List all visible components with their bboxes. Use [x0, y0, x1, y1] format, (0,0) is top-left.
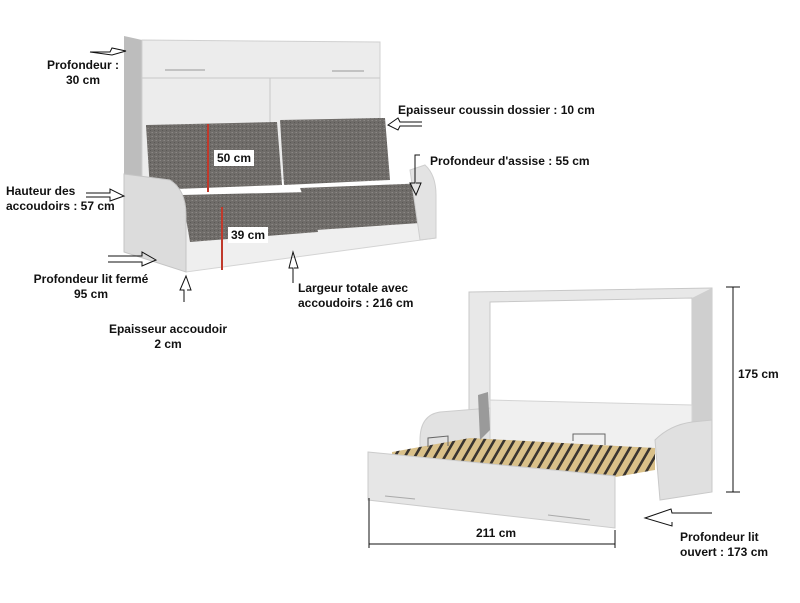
total-width-line1: Largeur totale avec — [298, 281, 409, 295]
open-bed — [367, 287, 713, 529]
closed-bed-depth-line1: Profondeur lit fermé — [33, 272, 149, 286]
armrest-height-line1: Hauteur des — [6, 184, 76, 198]
depth-label: Profondeur : 30 cm — [40, 58, 126, 88]
backrest-height-tag: 50 cm — [214, 150, 255, 166]
dimension-lines-open — [368, 286, 740, 548]
closed-bed-depth-line2: 95 cm — [73, 287, 109, 301]
armrest-thickness-label: Epaisseur accoudoir 2 cm — [100, 322, 236, 352]
armrest-thickness-line2: 2 cm — [154, 337, 182, 351]
open-bed-depth-line1: Profondeur lit — [680, 530, 759, 544]
armrest-height-line2: accoudoirs : 57 cm — [6, 199, 115, 213]
closed-sofa-bed — [123, 36, 437, 273]
armrest-thickness-line1: Epaisseur accoudoir — [108, 322, 228, 336]
bed-width-label: 211 cm — [476, 526, 517, 540]
depth-value: 30 cm — [65, 73, 101, 87]
seat-height-tag: 39 cm — [228, 227, 269, 243]
cabinet-height-label: 175 cm — [738, 367, 779, 381]
closed-bed-depth-label: Profondeur lit fermé 95 cm — [24, 272, 158, 302]
total-width-label: Largeur totale avec accoudoirs : 216 cm — [298, 281, 413, 311]
open-bed-depth-label: Profondeur lit ouvert : 173 cm — [680, 530, 768, 560]
seat-depth-label: Profondeur d'assise : 55 cm — [430, 154, 590, 168]
armrest-height-label: Hauteur des accoudoirs : 57 cm — [6, 184, 115, 214]
depth-label-text: Profondeur : — [47, 58, 119, 72]
open-bed-depth-line2: ouvert : 173 cm — [680, 545, 769, 559]
backrest-thickness-label: Epaisseur coussin dossier : 10 cm — [398, 103, 595, 117]
callout-arrows-closed — [86, 47, 422, 302]
total-width-line2: accoudoirs : 216 cm — [298, 296, 414, 310]
